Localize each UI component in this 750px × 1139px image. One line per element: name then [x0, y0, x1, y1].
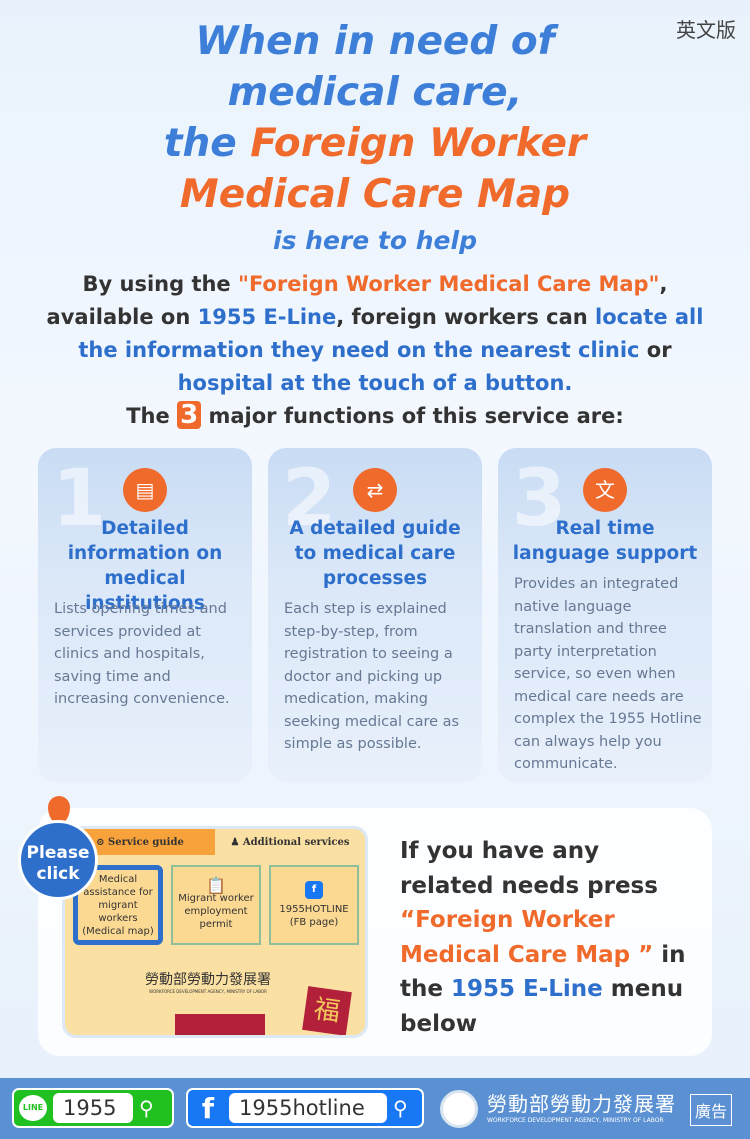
t: The — [126, 404, 178, 428]
search-icon[interactable]: ⚲ — [139, 1096, 154, 1120]
t: 1955 E-Line — [450, 976, 603, 1002]
t: WORKFORCE DEVELOPMENT AGENCY, MINISTRY O… — [149, 989, 267, 994]
card-title: A detailed guide to medical care process… — [289, 518, 461, 589]
title-word: the — [163, 121, 237, 166]
map-pin-icon — [48, 796, 70, 824]
search-icon[interactable]: ⚲ — [393, 1096, 408, 1120]
feature-card-3: 3 文 Real time language support Provides … — [498, 448, 712, 782]
card-number: 1 — [52, 454, 107, 544]
t: hospital at the touch of a button. — [177, 371, 573, 395]
card-body: Each step is explained step-by-step, fro… — [284, 601, 460, 752]
title-line: When in need of — [195, 19, 555, 64]
instruction-text: If you have any related needs press “For… — [400, 834, 700, 1041]
fu-decoration: 福 — [302, 986, 352, 1035]
card-title: Detailed information on medical institut… — [67, 518, 223, 614]
english-version-label: 英文版 — [676, 18, 736, 42]
agency-logo-icon — [440, 1090, 478, 1128]
document-icon: ▤ — [123, 468, 167, 512]
line-search-box[interactable]: LINE 1955 ⚲ — [12, 1088, 174, 1128]
t: WORKFORCE DEVELOPMENT AGENCY, MINISTRY O… — [487, 1117, 664, 1124]
intro-text: By using the "Foreign Worker Medical Car… — [30, 268, 720, 433]
clipboard-icon: 📋 — [206, 876, 226, 895]
t: locate all the information they need on … — [78, 305, 704, 362]
facebook-search-box[interactable]: f 1955hotline ⚲ — [186, 1088, 424, 1128]
agency-name: 勞動部勞動力發展署 WORKFORCE DEVELOPMENT AGENCY, … — [487, 1088, 676, 1124]
menu-tab-additional: ♟ Additional services — [230, 836, 350, 848]
title-highlight: Medical Care Map — [179, 172, 571, 217]
please-click-bubble: Please click — [18, 820, 98, 900]
title-line: the Foreign Worker — [0, 118, 750, 169]
line-menu-screenshot: ⊙ Service guide ♟ Additional services Me… — [62, 826, 368, 1038]
facebook-icon: f — [305, 881, 323, 899]
subtitle: is here to help — [273, 226, 477, 255]
title-line: medical care, — [227, 70, 523, 115]
t: available on — [46, 305, 198, 329]
t: , — [659, 272, 668, 296]
t: 勞動部勞動力發展署 — [145, 972, 271, 988]
menu-tile-permit: 📋Migrant worker employment permit — [171, 865, 261, 945]
t: 勞動部勞動力發展署 — [487, 1092, 676, 1116]
t: 1955HOTLINE (FB page) — [279, 904, 349, 928]
line-id: 1955 — [53, 1093, 133, 1123]
feature-card-1: 1 ▤ Detailed information on medical inst… — [38, 448, 252, 782]
card-title: Real time language support — [512, 518, 698, 564]
t: Additional services — [242, 836, 350, 848]
card-body: Lists opening times and services provide… — [54, 601, 230, 707]
agency-logo: 勞動部勞動力發展署 WORKFORCE DEVELOPMENT AGENCY, … — [145, 969, 271, 994]
route-icon: ⇄ — [353, 468, 397, 512]
line-icon: LINE — [19, 1095, 47, 1121]
title-highlight: Foreign Worker — [250, 121, 587, 166]
t: “Foreign Worker Medical Care Map ” — [400, 907, 654, 968]
footer-bar: LINE 1955 ⚲ f 1955hotline ⚲ 勞動部勞動力發展署 WO… — [0, 1078, 750, 1139]
page-title: When in need of medical care, the Foreig… — [0, 16, 750, 220]
t: menu below — [400, 976, 684, 1037]
card-number: 2 — [282, 454, 337, 544]
t: "Foreign Worker Medical Care Map" — [238, 272, 660, 296]
t: 1955 E-Line — [197, 305, 337, 329]
t: If you have any related needs press — [400, 838, 658, 899]
t: major functions of this service are: — [201, 404, 624, 428]
feature-card-2: 2 ⇄ A detailed guide to medical care pro… — [268, 448, 482, 782]
t: Migrant worker employment permit — [178, 893, 254, 930]
t: in the — [400, 941, 686, 1003]
red-envelope-decoration — [175, 1014, 265, 1035]
translate-icon: 文 — [583, 468, 627, 512]
facebook-id: 1955hotline — [229, 1093, 387, 1123]
t: , foreign workers can — [336, 305, 596, 329]
card-number: 3 — [512, 454, 567, 544]
menu-tile-fb: f 1955HOTLINE (FB page) — [269, 865, 359, 945]
t: By using the — [82, 272, 238, 296]
ad-label: 廣告 — [690, 1094, 733, 1126]
facebook-icon: f — [201, 1091, 215, 1125]
function-count: 3 — [177, 401, 202, 429]
t: or — [639, 338, 672, 362]
card-body: Provides an integrated native language t… — [514, 576, 702, 772]
